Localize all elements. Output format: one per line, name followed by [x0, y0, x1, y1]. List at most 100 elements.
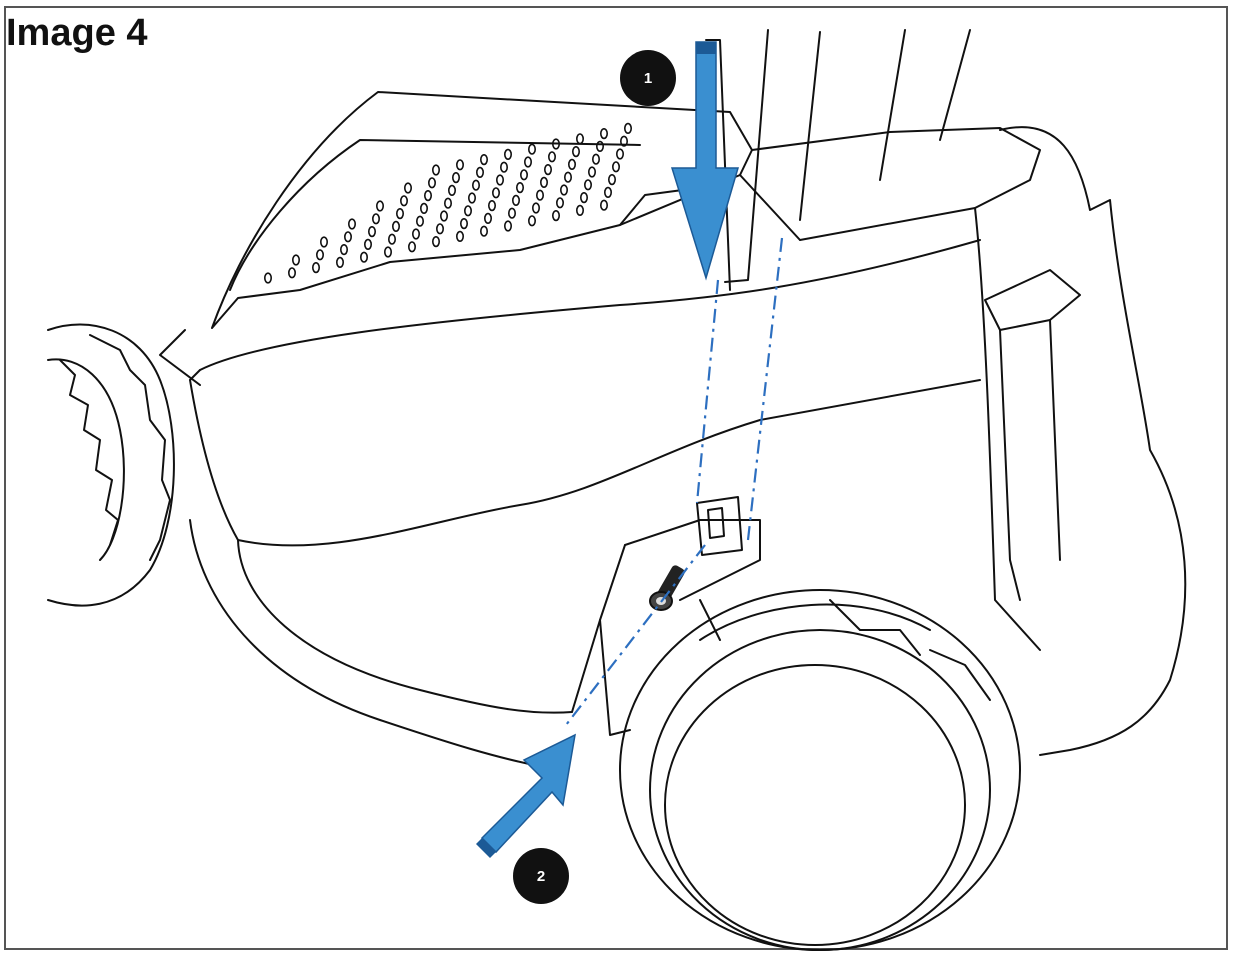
vent-hole [567, 158, 576, 170]
vent-hole [447, 184, 456, 196]
figure-title: Image 4 [6, 12, 148, 54]
vent-hole [479, 154, 488, 166]
vent-hole [387, 233, 396, 245]
vent-hole [615, 148, 624, 160]
vent-hole [607, 174, 616, 186]
vent-hole [347, 218, 356, 230]
vent-hole [403, 182, 412, 194]
vent-hole [547, 151, 556, 163]
vent-hole [287, 267, 296, 279]
vent-hole [599, 199, 608, 211]
vent-hole [415, 215, 424, 227]
vent-hole [335, 256, 344, 269]
vent-hole [451, 172, 460, 184]
vent-hole [427, 177, 436, 189]
vent-hole [535, 189, 544, 201]
vent-hole [479, 225, 488, 237]
vent-hole [339, 244, 348, 256]
step-1-label: 1 [644, 70, 652, 87]
vent-hole [315, 249, 324, 261]
vent-hole [591, 153, 600, 165]
insertion-arrow-diagonal-icon [476, 733, 576, 858]
vent-hole [467, 192, 476, 204]
vent-hole [515, 182, 524, 194]
vent-hole [579, 192, 588, 204]
bolt-icon [649, 565, 685, 611]
vent-hole [431, 236, 440, 248]
vent-hole [375, 200, 384, 212]
vent-hole [575, 204, 584, 216]
vent-hole [423, 190, 432, 202]
vent-hole [551, 210, 560, 222]
vent-hole [527, 143, 536, 155]
step-2-label: 2 [537, 868, 545, 885]
vent-hole [523, 156, 532, 168]
vent-hole [519, 169, 528, 181]
vent-hole [571, 146, 580, 158]
vent-hole [511, 194, 520, 206]
vent-hole [551, 138, 560, 150]
vent-hole [603, 186, 612, 198]
vent-hole [595, 140, 604, 152]
vent-hole [531, 202, 540, 214]
vent-hole [611, 161, 620, 173]
vent-hole [455, 230, 464, 242]
vent-hole [455, 159, 464, 171]
vent-hole [475, 166, 484, 178]
vent-hole [343, 231, 352, 243]
vent-hole [367, 226, 376, 238]
vent-hole [399, 195, 408, 207]
mower-line-art [47, 29, 1187, 951]
vent-hole [507, 207, 516, 219]
guide-line-handle-left [695, 279, 720, 504]
vent-hole [623, 122, 632, 134]
vent-hole [463, 205, 472, 217]
vent-hole [499, 161, 508, 173]
vent-hole [359, 251, 368, 263]
vent-hole [319, 236, 328, 248]
vent-hole [503, 148, 512, 160]
vent-hole [559, 184, 568, 196]
vent-hole [539, 176, 548, 188]
vent-hole [527, 215, 536, 227]
vent-hole [311, 262, 320, 274]
vent-hole [395, 208, 404, 220]
vent-hole [491, 187, 500, 199]
vent-hole [471, 179, 480, 191]
vent-hole [563, 171, 572, 183]
vent-hole [431, 164, 440, 176]
vent-hole [583, 179, 592, 191]
insertion-arrow-down-icon [670, 41, 739, 281]
hood-vent-holes [263, 122, 632, 284]
vent-hole [483, 212, 492, 224]
vent-hole [487, 200, 496, 212]
vent-hole [435, 223, 444, 235]
vent-hole [587, 166, 596, 178]
vent-hole [291, 254, 300, 266]
vent-hole [599, 128, 608, 140]
vent-hole [363, 238, 372, 250]
vent-hole [411, 228, 420, 240]
vent-hole [543, 164, 552, 176]
vent-hole [391, 220, 400, 232]
vent-hole [371, 213, 380, 225]
vent-hole [263, 272, 272, 284]
vent-hole [459, 218, 468, 230]
guide-line-handle-right [746, 237, 784, 541]
step-2-callout: 2 [513, 848, 569, 904]
guide-line-bolt [565, 544, 706, 726]
vent-hole [419, 202, 428, 214]
vent-hole [503, 220, 512, 232]
vent-hole [575, 133, 584, 145]
vent-hole [383, 246, 392, 258]
vent-hole [619, 135, 628, 147]
vent-hole [495, 174, 504, 186]
vent-hole [443, 197, 452, 209]
vent-hole [439, 210, 448, 222]
vent-hole [407, 241, 416, 253]
alignment-guides [565, 237, 784, 726]
vent-hole [555, 197, 564, 209]
figure-frame [4, 6, 1228, 950]
step-1-callout: 1 [620, 50, 676, 106]
